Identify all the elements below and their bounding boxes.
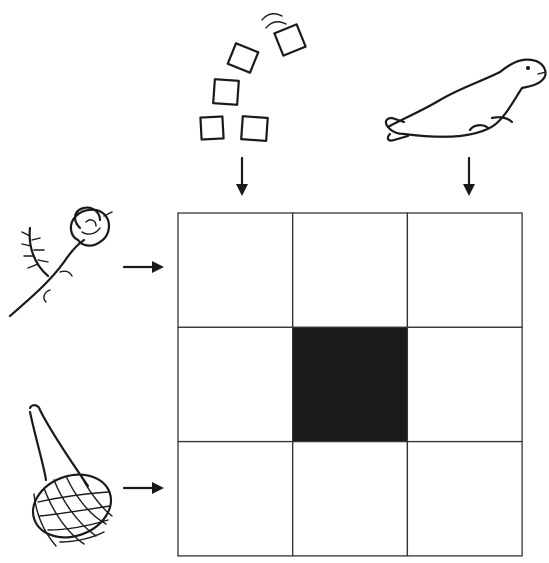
grid-cell <box>407 213 522 327</box>
seal-icon <box>386 60 546 141</box>
grid-cell <box>293 442 408 556</box>
rose-icon <box>10 208 112 316</box>
fishing-net-icon <box>24 405 120 548</box>
grid-cell <box>407 327 522 441</box>
grid-cell <box>407 442 522 556</box>
down-arrow-col-1 <box>236 158 248 196</box>
grid-cell-shaded <box>293 327 408 441</box>
grid-cell <box>178 442 293 556</box>
down-arrow-col-3 <box>463 158 475 196</box>
logic-grid <box>178 213 522 556</box>
grid-cell <box>293 213 408 327</box>
right-arrow-row-3 <box>124 482 164 494</box>
right-arrow-row-1 <box>124 261 164 273</box>
grid-cell <box>178 213 293 327</box>
grid-cell <box>178 327 293 441</box>
stacked-blocks-icon <box>200 14 305 141</box>
